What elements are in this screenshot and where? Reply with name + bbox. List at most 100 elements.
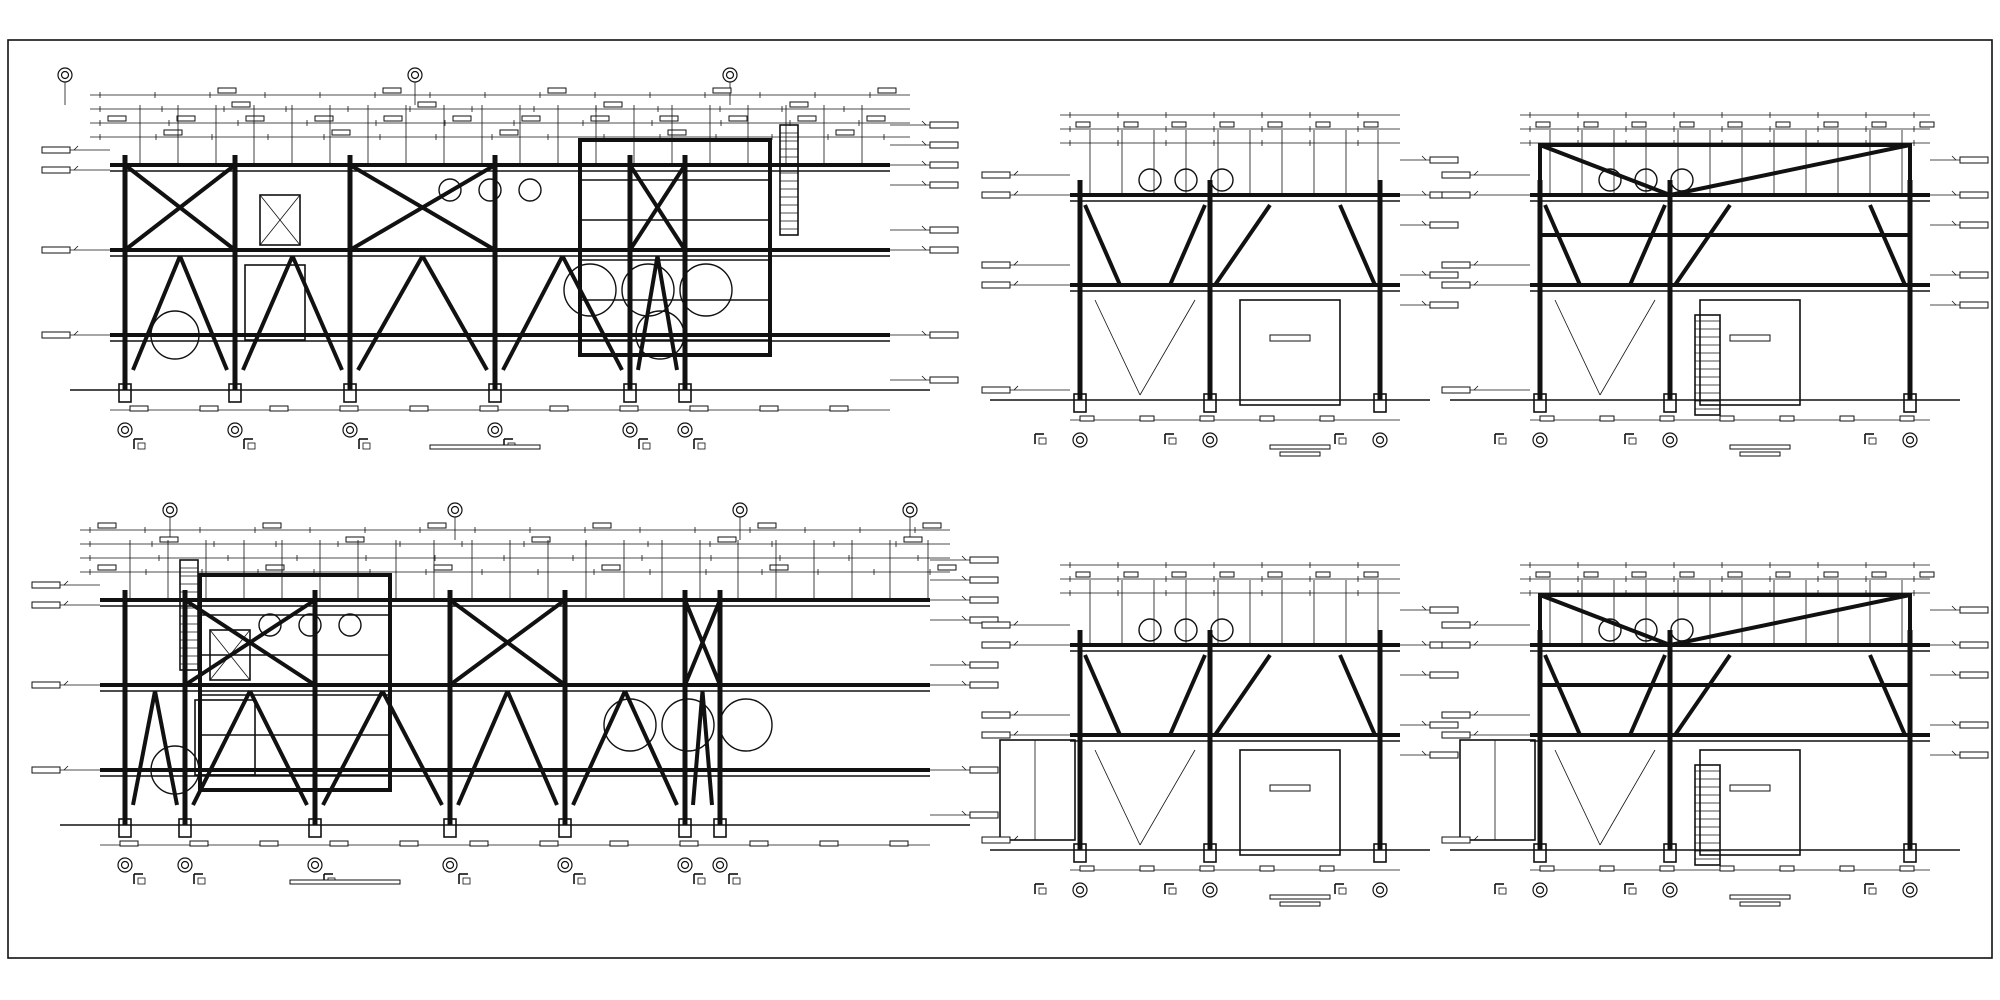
dimension-tag (189, 840, 209, 847)
grid-bubble-inner (230, 425, 240, 435)
level-mark (1421, 720, 1427, 726)
level-tag (1441, 281, 1471, 289)
section-mark-box (1168, 437, 1177, 445)
dimension-tag (129, 405, 149, 412)
level-mark (1951, 750, 1957, 756)
knee-brace (1338, 654, 1377, 736)
grid-bubble-inner (1535, 435, 1545, 445)
level-mark (1013, 170, 1019, 176)
motor (438, 178, 462, 202)
equipment-tag (1269, 784, 1311, 792)
grid-bubble-inner (715, 860, 725, 870)
dimension-tag (609, 840, 629, 847)
column-footing (443, 818, 457, 838)
column-footing (118, 818, 132, 838)
level-mark (1013, 190, 1019, 196)
knee-brace (623, 690, 679, 806)
hopper-line (1599, 299, 1656, 396)
dimension-tag (409, 405, 429, 412)
level-tag (1959, 221, 1989, 229)
dimension-tag (245, 115, 265, 122)
level-tag (969, 596, 999, 604)
grid-bubble-inner (1375, 885, 1385, 895)
level-mark (1473, 170, 1479, 176)
motor (258, 613, 282, 637)
dimension-tag (1075, 121, 1091, 128)
dimension-tag (1363, 121, 1379, 128)
dimension-tag (712, 87, 732, 94)
dimension-tag (433, 564, 453, 571)
level-mark (921, 375, 927, 381)
knee-brace (131, 690, 157, 806)
knee-brace (1868, 204, 1907, 286)
upper-frame (1538, 143, 1912, 237)
dimension-tag (417, 101, 437, 108)
dimension-tag (1259, 865, 1275, 872)
dimension-tag (829, 405, 849, 412)
storage-tank (661, 698, 715, 752)
dimension-tag (382, 87, 402, 94)
motor (1210, 168, 1234, 192)
grid-bubble-inner (345, 425, 355, 435)
level-mark (1013, 710, 1019, 716)
x-brace (448, 598, 567, 687)
dimension-tag (937, 564, 957, 571)
dimension-tag (592, 522, 612, 529)
level-mark (961, 595, 967, 601)
section-mark-box (1338, 887, 1347, 895)
dimension-tag (1839, 415, 1855, 422)
grid-bubble-inner (1665, 435, 1675, 445)
dimension-tag (521, 115, 541, 122)
dimension-tag (590, 115, 610, 122)
level-mark (1951, 270, 1957, 276)
section-mark-box (1628, 887, 1637, 895)
dimension-tag (819, 840, 839, 847)
section-3 (981, 562, 1459, 907)
column-footing (1073, 843, 1087, 863)
dimension-tag (889, 840, 909, 847)
dimension-tag (1775, 121, 1791, 128)
level-tag (1441, 191, 1471, 199)
column-footing (178, 818, 192, 838)
dimension-tag (1919, 121, 1935, 128)
column-footing (1203, 843, 1217, 863)
grid-bubble-inner (310, 860, 320, 870)
level-tag (1429, 301, 1459, 309)
level-tag (969, 661, 999, 669)
knee-brace (691, 690, 705, 806)
level-mark (1013, 835, 1019, 841)
level-mark (1951, 190, 1957, 196)
level-tag (929, 181, 959, 189)
column-footing (488, 383, 502, 403)
level-mark (1013, 385, 1019, 391)
level-mark (1951, 670, 1957, 676)
dimension-tag (1123, 121, 1139, 128)
equipment-box (1699, 299, 1801, 406)
level-mark (1421, 670, 1427, 676)
knee-brace (321, 690, 385, 806)
dimension-tag (1535, 121, 1551, 128)
grid-bubble-inner (725, 70, 735, 80)
motor (1670, 168, 1694, 192)
level-mark (1013, 620, 1019, 626)
section-mark-box (1168, 887, 1177, 895)
motor (1138, 168, 1162, 192)
level-tag (981, 836, 1011, 844)
hopper-line (1139, 299, 1196, 396)
knee-brace (1213, 203, 1272, 287)
dimension-tag (717, 536, 737, 543)
knee-brace (380, 690, 444, 806)
knee-brace (1083, 204, 1122, 286)
hopper-brace (1539, 593, 1671, 647)
ladder (179, 559, 199, 671)
dimension-tag (1219, 571, 1235, 578)
dimension-tag (1539, 865, 1555, 872)
scale-bar (1269, 444, 1331, 450)
motor (1138, 618, 1162, 642)
level-tag (1429, 606, 1459, 614)
level-tag (981, 641, 1011, 649)
dimension-tag (1535, 571, 1551, 578)
level-tag (1959, 156, 1989, 164)
dimension-tag (259, 840, 279, 847)
grid-bubble-inner (1905, 885, 1915, 895)
